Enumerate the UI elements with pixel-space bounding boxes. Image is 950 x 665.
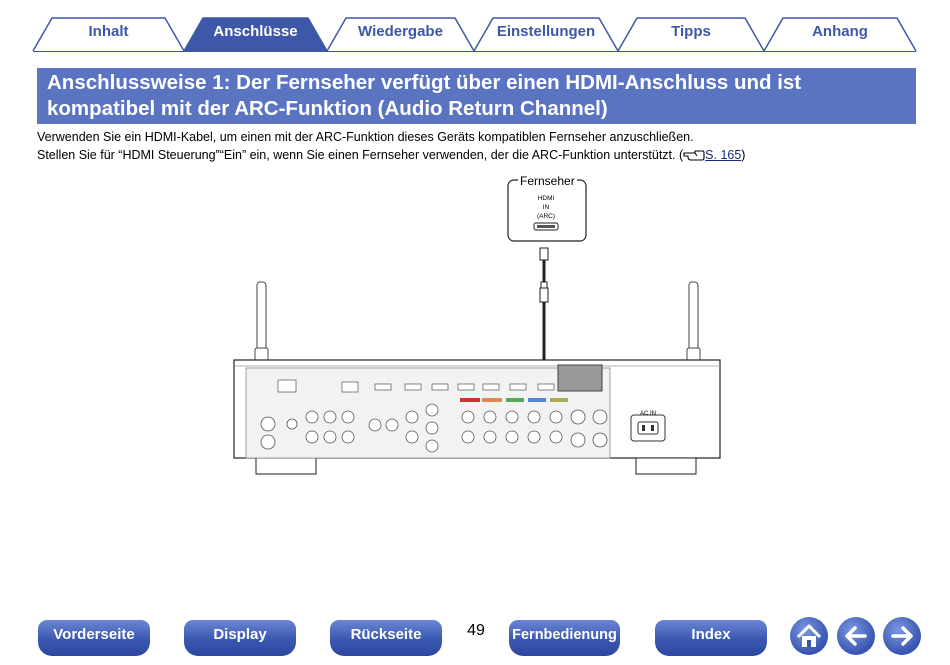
forward-button[interactable] xyxy=(883,617,921,655)
tab-einstellungen[interactable]: Einstellungen xyxy=(496,23,596,40)
connection-diagram: Fernseher HDMI IN (ARC) AC IN xyxy=(220,170,740,480)
tab-inhalt[interactable]: Inhalt xyxy=(88,23,129,40)
intro-paragraph: Verwenden Sie ein HDMI-Kabel, um einen m… xyxy=(37,130,694,144)
top-tab-bar: Inhalt Anschlüsse Wiedergabe Einstellung… xyxy=(0,0,950,56)
nav-index-button[interactable]: Index xyxy=(655,620,767,656)
arrow-left-icon xyxy=(845,626,867,646)
arrow-right-icon xyxy=(891,626,913,646)
paren-close: ) xyxy=(741,148,746,162)
page-number: 49 xyxy=(467,622,485,639)
home-icon xyxy=(796,624,822,647)
hdmi-control-paragraph: Stellen Sie für “HDMI Steuerung”“Ein” ei… xyxy=(37,147,745,165)
hdmi-control-text: Stellen Sie für “HDMI Steuerung”“Ein” ei… xyxy=(37,148,684,162)
ac-in-label: AC IN xyxy=(639,411,656,417)
tab-anhang[interactable]: Anhang xyxy=(812,23,868,40)
back-button[interactable] xyxy=(837,617,875,655)
nav-fernbedienung-button[interactable]: Fernbedienung xyxy=(509,620,620,656)
tab-shapes xyxy=(32,17,917,52)
nav-display-button[interactable]: Display xyxy=(184,620,296,656)
tab-anschluesse[interactable]: Anschlüsse xyxy=(213,23,298,40)
heading-line-1: Anschlussweise 1: Der Fernseher verfügt … xyxy=(47,71,802,94)
nav-vorderseite-button[interactable]: Vorderseite xyxy=(38,620,150,656)
nav-rueckseite-button[interactable]: Rückseite xyxy=(330,620,442,656)
heading-line-2: kompatibel mit der ARC-Funktion (Audio R… xyxy=(47,97,608,120)
reference-hand-icon xyxy=(683,149,705,165)
tab-tipps[interactable]: Tipps xyxy=(671,23,711,40)
section-heading: Anschlussweise 1: Der Fernseher verfügt … xyxy=(37,68,916,124)
tv-label: Fernseher xyxy=(518,174,577,188)
tab-wiedergabe[interactable]: Wiedergabe xyxy=(358,23,443,40)
tv-port-label: HDMI IN (ARC) xyxy=(536,195,556,220)
diagram-drawing xyxy=(233,179,721,475)
home-button[interactable] xyxy=(790,617,828,655)
page-reference-link[interactable]: S. 165 xyxy=(705,148,742,162)
